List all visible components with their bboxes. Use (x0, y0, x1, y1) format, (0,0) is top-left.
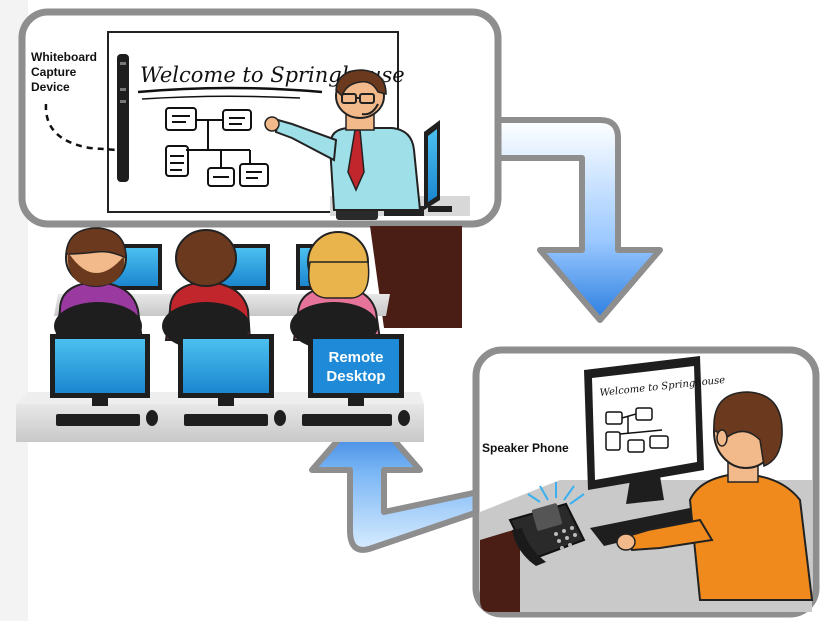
remote-desktop-label-line2: Desktop (326, 368, 385, 385)
capture-device-label-line1: Whiteboard (31, 50, 97, 64)
speaker-phone-label: Speaker Phone (482, 441, 569, 455)
flow-arrow-up (309, 405, 481, 553)
remote-desktop-label-line1: Remote (328, 349, 383, 366)
whiteboard-capture-device-icon (117, 54, 129, 182)
speaker-phone-icon (508, 482, 586, 566)
capture-device-pointer (44, 103, 118, 152)
monitor-icon: Welcome to Springhouse (584, 356, 726, 504)
capture-device-label-line2: Capture (31, 65, 77, 79)
keyboard-icon (56, 414, 140, 426)
flow-arrow-down (495, 117, 663, 323)
instructor-figure (264, 69, 422, 211)
instructor-panel: Welcome to Springhouse (18, 8, 502, 228)
org-chart-sketch (165, 107, 269, 187)
keyboard-icon (184, 414, 268, 426)
capture-device-label-line3: Device (31, 80, 70, 94)
keyboard-icon (302, 414, 392, 426)
classroom: Remote Desktop (16, 226, 462, 442)
monitor-icon (424, 120, 452, 212)
remote-desktop-monitor: Remote Desktop (308, 334, 404, 406)
remote-participant-panel: Welcome to Springhouse (472, 346, 820, 618)
mouse-icon (146, 410, 158, 426)
remote-participant-figure (616, 391, 814, 601)
monitor-icon (178, 334, 274, 406)
monitor-icon (50, 334, 150, 406)
mouse-icon (398, 410, 410, 426)
mouse-icon (274, 410, 286, 426)
